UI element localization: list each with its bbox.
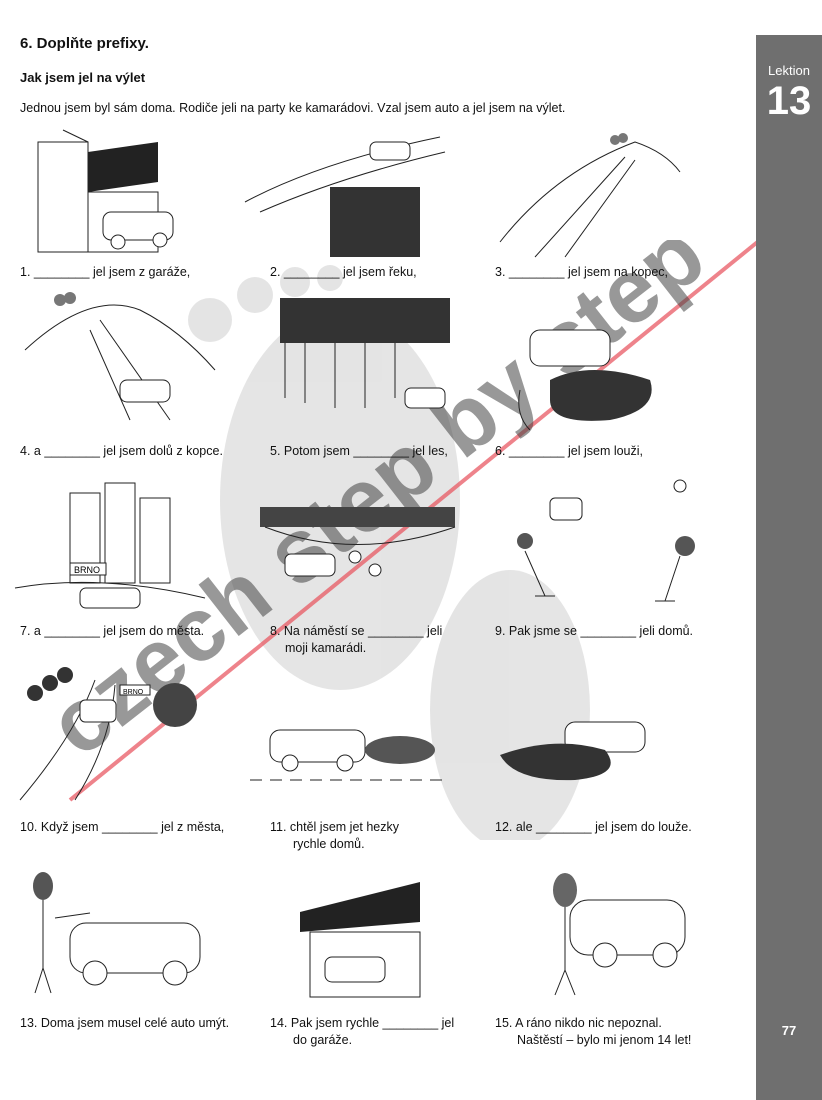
item-6-text: 6. ________ jel jsem louži, [495, 444, 644, 458]
item-12-text: 12. ale ________ jel jsem do louže. [495, 820, 692, 834]
item-13: 13. Doma jsem musel celé auto umýt. [20, 1015, 260, 1032]
illustration-washing-car [33, 872, 201, 994]
item-14: 14. Pak jsem rychle ________ jel do gará… [270, 1015, 490, 1049]
item-10: 10. Když jsem ________ jel z města, [20, 819, 240, 836]
item-8-text: 8. Na náměstí se ________ jeli [270, 624, 443, 638]
page-number: 77 [781, 1023, 797, 1038]
item-15-text-2: Naštěstí – bylo mi jenom 14 let! [517, 1033, 692, 1047]
item-14-text: 14. Pak jsem rychle ________ jel [270, 1016, 455, 1030]
illustration-garage [37, 129, 174, 253]
item-15: 15. A ráno nikdo nic nepoznal. Naštěstí … [495, 1015, 715, 1049]
item-1-text: 1. ________ jel jsem z garáže, [20, 265, 191, 279]
illustration-car-in-puddle [500, 721, 646, 781]
illustration-scooters [517, 479, 695, 602]
item-7: 7. a ________ jel jsem do města. [20, 623, 240, 640]
item-1: 1. ________ jel jsem z garáže, [20, 264, 240, 281]
intro-text: Jednou jsem byl sám doma. Rodiče jeli na… [20, 101, 566, 115]
item-5: 5. Potom jsem ________ jel les, [270, 443, 490, 460]
lesson-label: Lektion [768, 63, 810, 78]
item-5-text: 5. Potom jsem ________ jel les, [270, 444, 448, 458]
item-13-text: 13. Doma jsem musel celé auto umýt. [20, 1016, 230, 1030]
item-11-text: 11. chtěl jsem jet hezky [270, 820, 399, 834]
illustration-puddle [518, 329, 652, 431]
illustration-square [260, 507, 456, 577]
item-14-text-2: do garáže. [293, 1033, 353, 1047]
illustration-clean-car [553, 873, 686, 996]
story-title: Jak jsem jel na výlet [20, 70, 146, 85]
item-8: 8. Na náměstí se ________ jeli moji kama… [270, 623, 490, 657]
illustration-leaving-city: BRNO [19, 667, 197, 801]
item-4-text: 4. a ________ jel jsem dolů z kopce. [20, 444, 223, 458]
illustration-fast-car [250, 729, 445, 781]
illustration-hill-up [499, 133, 681, 258]
brno-sign-1: BRNO [74, 565, 100, 575]
item-11: 11. chtěl jsem jet hezky rychle domů. [270, 819, 490, 853]
illustration-city: BRNO [14, 482, 206, 609]
item-3-text: 3. ________ jel jsem na kopec, [495, 265, 669, 279]
item-7-text: 7. a ________ jel jsem do města. [20, 624, 205, 638]
item-9-text: 9. Pak jsme se ________ jeli domů. [495, 624, 694, 638]
illustration-into-garage [300, 882, 421, 998]
item-12: 12. ale ________ jel jsem do louže. [495, 819, 715, 836]
exercise-title: 6. Doplňte prefixy. [20, 35, 149, 52]
item-2: 2. ________ jel jsem řeku, [270, 264, 490, 281]
item-11-text-2: rychle domů. [293, 837, 365, 851]
item-15-text: 15. A ráno nikdo nic nepoznal. [495, 1016, 662, 1030]
brno-sign-2: BRNO [123, 689, 144, 696]
lesson-tab: Lektion 13 77 [756, 35, 822, 1100]
item-3: 3. ________ jel jsem na kopec, [495, 264, 715, 281]
item-2-text: 2. ________ jel jsem řeku, [270, 265, 417, 279]
item-6: 6. ________ jel jsem louži, [495, 443, 715, 460]
item-8-text-2: moji kamarádi. [285, 641, 367, 655]
illustration-forest [280, 298, 450, 409]
illustration-hill-down [24, 292, 216, 421]
lesson-number: 13 [766, 79, 812, 123]
illustration-bridge [244, 136, 446, 257]
item-10-text: 10. Když jsem ________ jel z města, [20, 820, 225, 834]
item-9: 9. Pak jsme se ________ jeli domů. [495, 623, 715, 640]
item-4: 4. a ________ jel jsem dolů z kopce. [20, 443, 240, 460]
